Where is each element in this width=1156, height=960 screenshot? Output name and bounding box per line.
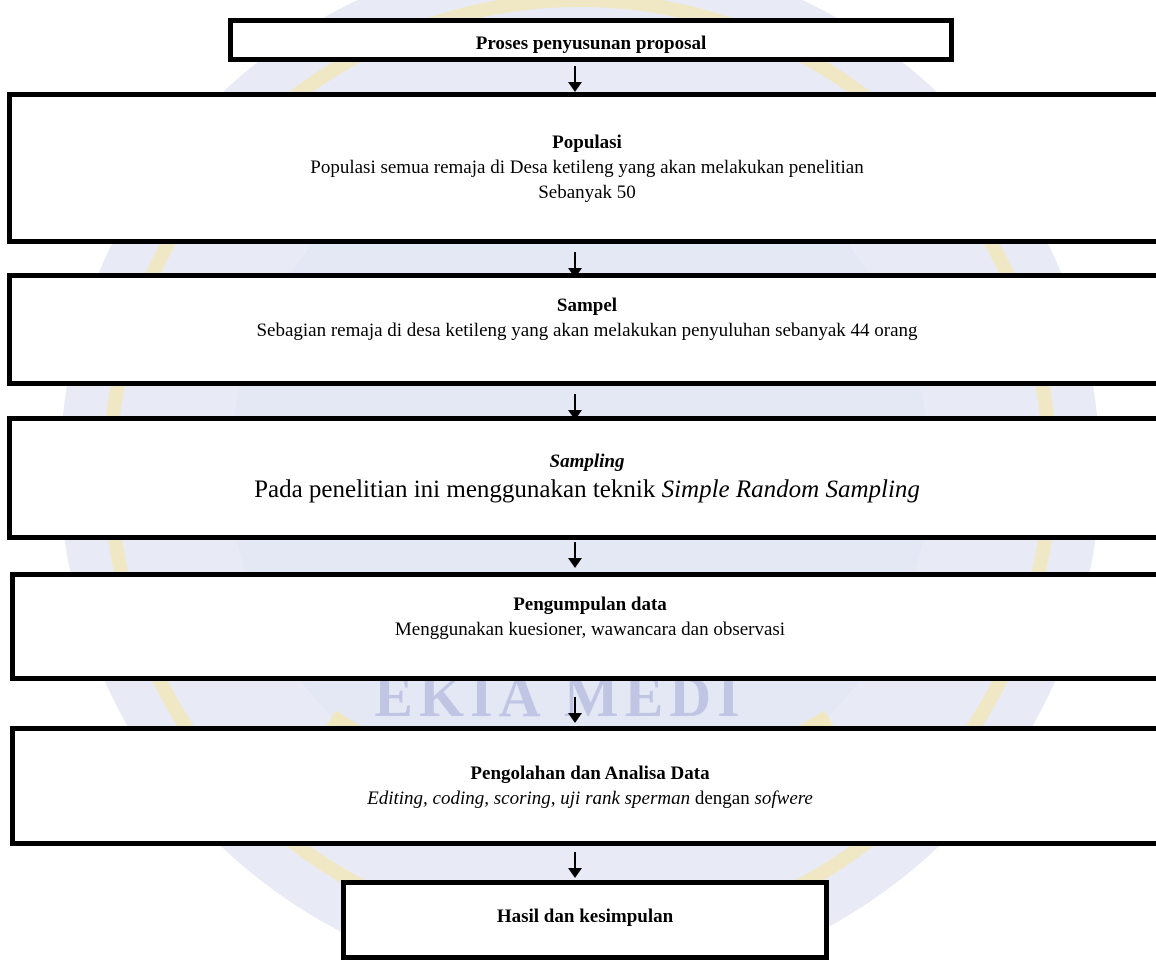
arrow-down-icon [568,252,582,278]
step-sampling-text-method: Simple Random Sampling [661,476,920,503]
step-sampling-text: Pada penelitian ini menggunakan teknik S… [254,474,920,506]
step-sampling-title: Sampling [549,451,625,472]
step-proposal-title: Proses penyusunan proposal [475,33,707,54]
step-pengumpulan-box: Pengumpulan data Menggunakan kuesioner, … [10,572,1156,681]
step-pengolahan-software: sofwere [754,787,813,809]
arrow-down-icon [568,697,582,723]
step-pengolahan-title: Pengolahan dan Analisa Data [470,762,710,784]
step-populasi-text: Populasi semua remaja di Desa ketileng y… [310,157,864,178]
step-populasi-box: Populasi Populasi semua remaja di Desa k… [7,92,1156,244]
step-pengolahan-connector: dengan [690,787,755,809]
arrow-down-icon [568,66,582,92]
arrow-down-icon [568,852,582,878]
step-pengolahan-text: Editing, coding, scoring, uji rank sperm… [367,786,813,811]
step-hasil-title: Hasil dan kesimpulan [496,906,674,927]
step-sampling-text-prefix: Pada penelitian ini menggunakan teknik [254,476,662,503]
step-populasi-count: Sebanyak 50 [538,182,636,203]
arrow-down-icon [568,394,582,420]
step-sampling-box: Sampling Pada penelitian ini menggunakan… [7,416,1156,540]
step-pengolahan-methods: Editing, coding, scoring, uji rank sperm… [367,787,691,809]
arrow-down-icon [568,542,582,568]
step-hasil-box: Hasil dan kesimpulan [341,880,829,960]
step-populasi-title: Populasi [552,132,622,153]
step-pengolahan-box: Pengolahan dan Analisa Data Editing, cod… [10,726,1156,846]
step-sampel-text: Sebagian remaja di desa ketileng yang ak… [256,320,918,341]
step-sampel-box: Sampel Sebagian remaja di desa ketileng … [7,273,1156,386]
step-proposal-box: Proses penyusunan proposal [228,18,954,62]
step-pengumpulan-text: Menggunakan kuesioner, wawancara dan obs… [394,619,786,640]
step-sampel-title: Sampel [556,295,618,316]
step-pengumpulan-title: Pengumpulan data [513,594,667,615]
